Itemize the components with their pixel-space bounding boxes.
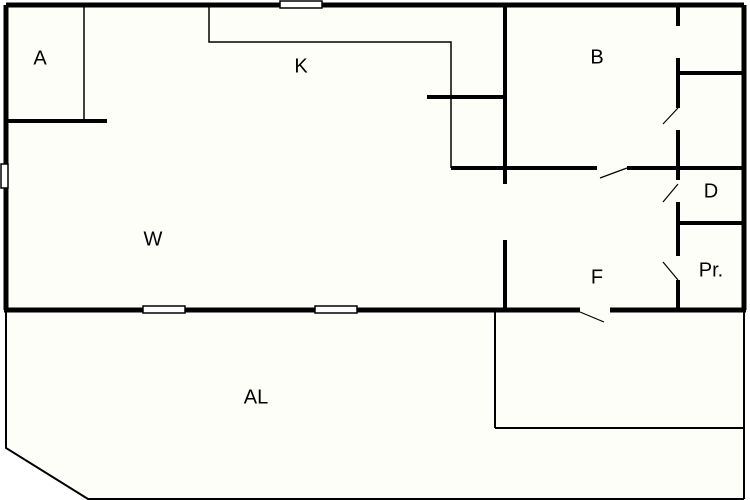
interior-walls: [8, 5, 744, 310]
room-label-d: D: [704, 180, 718, 202]
room-label-a: A: [33, 47, 47, 69]
window-bottom-2: [314, 305, 358, 314]
window-top: [279, 0, 323, 9]
room-label-k: K: [294, 55, 308, 77]
door-leaves: [579, 107, 679, 323]
door-leaf-pr: [662, 261, 679, 281]
door-leaf-upper: [662, 107, 679, 125]
room-label-f: F: [591, 266, 603, 288]
main-floor-area: [6, 5, 744, 308]
door-leaf-b: [599, 167, 628, 179]
terrace-area: [6, 312, 744, 499]
room-label-pr: Pr.: [699, 259, 723, 281]
window-bottom-1: [142, 305, 186, 314]
room-label-b: B: [590, 46, 603, 68]
windows: [0, 0, 358, 314]
terrace-outline: [5, 312, 745, 500]
exterior-walls: [3, 2, 747, 313]
thin-walls: [83, 5, 452, 168]
room-label-al: AL: [244, 386, 268, 408]
room-label-w: W: [144, 228, 163, 250]
door-leaf-d: [662, 183, 679, 203]
window-left: [0, 163, 9, 189]
door-leaf-entrance: [579, 311, 605, 323]
door-gap-entrance: [580, 306, 610, 314]
